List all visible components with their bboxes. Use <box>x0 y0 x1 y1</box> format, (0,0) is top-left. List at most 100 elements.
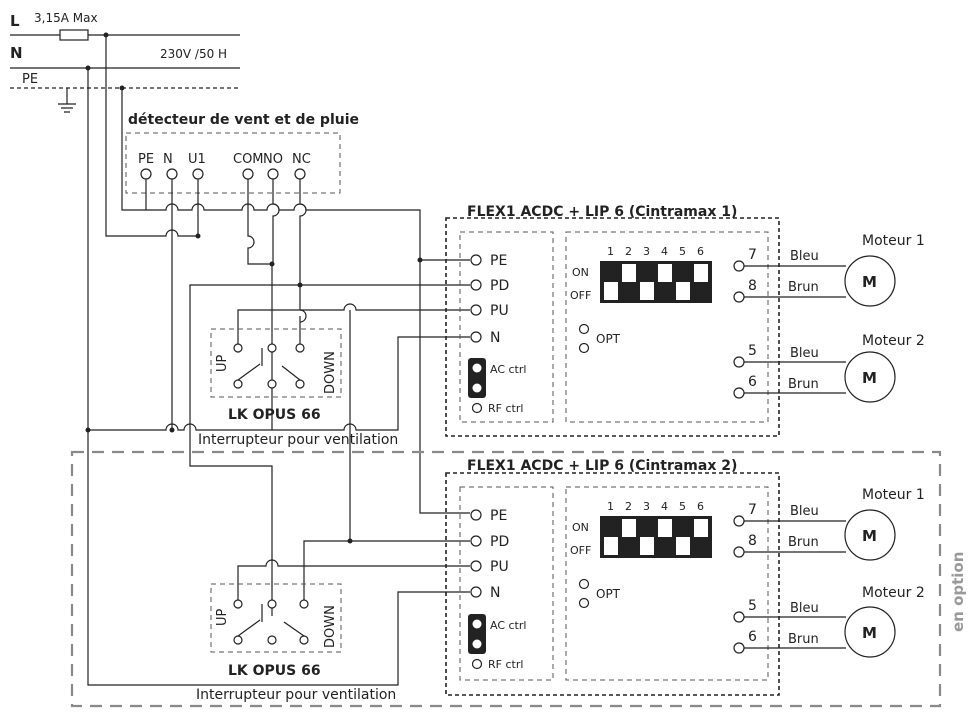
dip-switch-lever <box>658 282 672 300</box>
dip-switch-lever <box>622 282 636 300</box>
wire-color-label: Brun <box>788 632 819 647</box>
input-label: PE <box>490 508 507 524</box>
dip-switch-lever <box>694 537 708 555</box>
option-label: en option <box>949 552 967 632</box>
dip-switch-lever <box>658 537 672 555</box>
dip-number-label: 1 <box>607 245 614 258</box>
sensor-terminal-label: NC <box>292 152 311 167</box>
fuse-icon <box>59 29 89 41</box>
motor-symbol: M <box>862 527 877 545</box>
power-supply: L N PE 3,15A Max 230V /50 H <box>10 11 240 113</box>
dip-on-label: ON <box>572 266 589 279</box>
line-N-label: N <box>10 44 23 62</box>
motor-icon <box>844 255 896 307</box>
switch-up-label: UP <box>215 354 230 372</box>
dip-switch-lever <box>676 519 690 537</box>
output-label: 5 <box>748 343 757 359</box>
motor-icon <box>844 351 896 403</box>
input-label: N <box>490 585 500 601</box>
wind-rain-sensor: détecteur de vent et de pluie PE N U1 CO… <box>125 112 359 194</box>
switch-up-label: UP <box>215 608 230 626</box>
sensor-terminals <box>140 168 306 180</box>
motor-icon <box>844 509 896 561</box>
switch-box <box>210 583 342 653</box>
dip-switch-lever <box>604 519 618 537</box>
controller-box <box>445 472 780 696</box>
dip-number-label: 1 <box>607 500 614 513</box>
ground-icon <box>58 88 76 113</box>
motor-symbol: M <box>862 369 877 387</box>
controller-box <box>445 217 780 437</box>
sensor-terminal-label: PE <box>138 152 154 167</box>
dip-switch-lever <box>622 537 636 555</box>
dip-number-label: 4 <box>661 245 668 258</box>
sensor-box <box>125 132 341 194</box>
switch-name: LK OPUS 66 <box>228 407 321 423</box>
dip-switch-lever <box>694 282 708 300</box>
ac-ctrl-label: AC ctrl <box>490 619 526 632</box>
output-label: 8 <box>748 533 757 549</box>
controller-2: FLEX1 ACDC + LIP 6 (Cintramax 2) PE PD P… <box>445 458 925 696</box>
controller-title: FLEX1 ACDC + LIP 6 (Cintramax 2) <box>467 458 737 474</box>
controller-title: FLEX1 ACDC + LIP 6 (Cintramax 1) <box>467 204 737 220</box>
input-label: N <box>490 330 500 346</box>
motor-symbol: M <box>862 273 877 291</box>
switch-caption: Interrupteur pour ventilation <box>198 432 398 448</box>
voltage-label: 230V /50 H <box>160 47 227 61</box>
switch-2: UP DOWN LK OPUS 66 Interrupteur pour ven… <box>196 583 396 703</box>
sensor-terminal-label: NO <box>263 152 283 167</box>
dip-number-label: 2 <box>625 500 632 513</box>
switch-caption: Interrupteur pour ventilation <box>196 687 396 703</box>
output-label: 6 <box>748 629 757 645</box>
wire-color-label: Bleu <box>790 601 819 616</box>
wire-color-label: Brun <box>788 535 819 550</box>
dip-number-label: 6 <box>697 245 704 258</box>
input-label: PU <box>490 303 509 319</box>
motor-name: Moteur 1 <box>862 233 925 249</box>
dip-number-label: 4 <box>661 500 668 513</box>
motor-name: Moteur 2 <box>862 333 925 349</box>
dip-switch-lever <box>640 519 654 537</box>
switch-name: LK OPUS 66 <box>228 663 321 679</box>
dip-off-label: OFF <box>570 544 591 557</box>
opt-label: OPT <box>596 587 621 601</box>
dip-switch-lever <box>676 264 690 282</box>
line-PE-label: PE <box>22 72 38 87</box>
input-label: PE <box>490 253 507 269</box>
output-label: 8 <box>748 278 757 294</box>
sensor-terminal-label: U1 <box>188 152 206 167</box>
dip-number-label: 2 <box>625 245 632 258</box>
wire-color-label: Bleu <box>790 504 819 519</box>
motor-name: Moteur 2 <box>862 585 925 601</box>
dip-switch-lever <box>604 264 618 282</box>
input-label: PD <box>490 278 509 294</box>
output-label: 7 <box>748 502 757 518</box>
ac-ctrl-label: AC ctrl <box>490 363 526 376</box>
switch-down-label: DOWN <box>323 351 338 394</box>
dip-switch-lever <box>640 264 654 282</box>
wire-color-label: Bleu <box>790 346 819 361</box>
wire-color-label: Brun <box>788 280 819 295</box>
switch-down-label: DOWN <box>323 605 338 648</box>
output-label: 5 <box>748 598 757 614</box>
rf-ctrl-label: RF ctrl <box>488 402 523 415</box>
sensor-terminal-label: N <box>163 152 173 167</box>
controller-1: FLEX1 ACDC + LIP 6 (Cintramax 1) PE PD P… <box>445 204 925 437</box>
output-label: 6 <box>748 374 757 390</box>
dip-number-label: 5 <box>679 500 686 513</box>
dip-number-label: 6 <box>697 500 704 513</box>
sensor-terminal-label: COM <box>233 152 264 167</box>
dip-on-label: ON <box>572 521 589 534</box>
opt-label: OPT <box>596 332 621 346</box>
wire-color-label: Bleu <box>790 249 819 264</box>
output-label: 7 <box>748 247 757 263</box>
dip-off-label: OFF <box>570 289 591 302</box>
input-label: PD <box>490 534 509 550</box>
switch-1: UP DOWN LK OPUS 66 Interrupteur pour ven… <box>198 328 398 448</box>
wire-color-label: Brun <box>788 377 819 392</box>
dip-number-label: 5 <box>679 245 686 258</box>
wires <box>85 35 470 686</box>
dip-number-label: 3 <box>643 245 650 258</box>
